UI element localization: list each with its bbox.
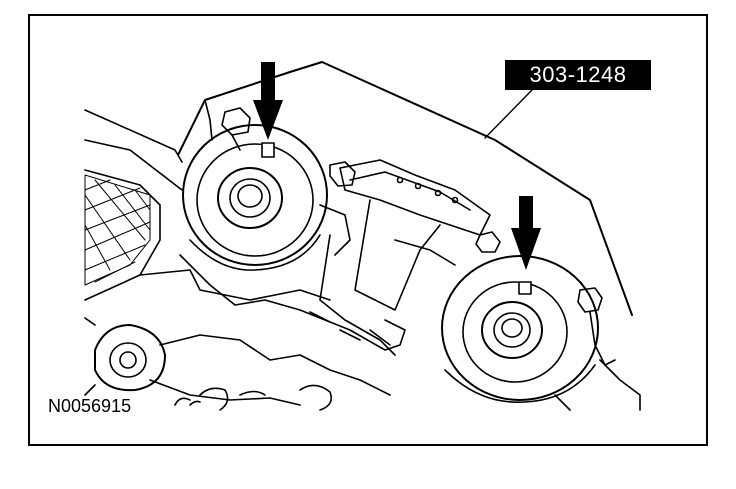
center-tensioner [299, 159, 491, 356]
casting-edge-lower [84, 169, 161, 301]
lower-camshaft-sprocket [441, 255, 599, 404]
sprocket-base-upper [179, 254, 301, 311]
figure-id-label: N0056915 [48, 396, 132, 416]
upper-camshaft-sprocket [182, 124, 328, 271]
casting-edge-right-lower [554, 394, 571, 411]
down-arrow-icon [519, 196, 533, 236]
tool-leader-line [484, 89, 533, 139]
down-arrow-icon [261, 62, 275, 110]
tool-label-box [505, 60, 651, 90]
casting-edge-middle [84, 139, 183, 191]
upper-bolt [204, 99, 251, 151]
casting-edge-upper [84, 109, 183, 163]
lower-arrow [511, 196, 541, 270]
casting-ledge [139, 269, 331, 301]
sprocket-side-upper [319, 204, 351, 256]
hatched-area [84, 174, 151, 286]
lower-left-casting [84, 317, 391, 411]
casting-edge-right [599, 359, 641, 411]
upper-arrow [253, 62, 283, 140]
figure-border [28, 14, 708, 446]
tool-outline [177, 61, 633, 316]
tool-number-label: 303-1248 [529, 62, 627, 87]
middle-bolts [329, 161, 616, 366]
